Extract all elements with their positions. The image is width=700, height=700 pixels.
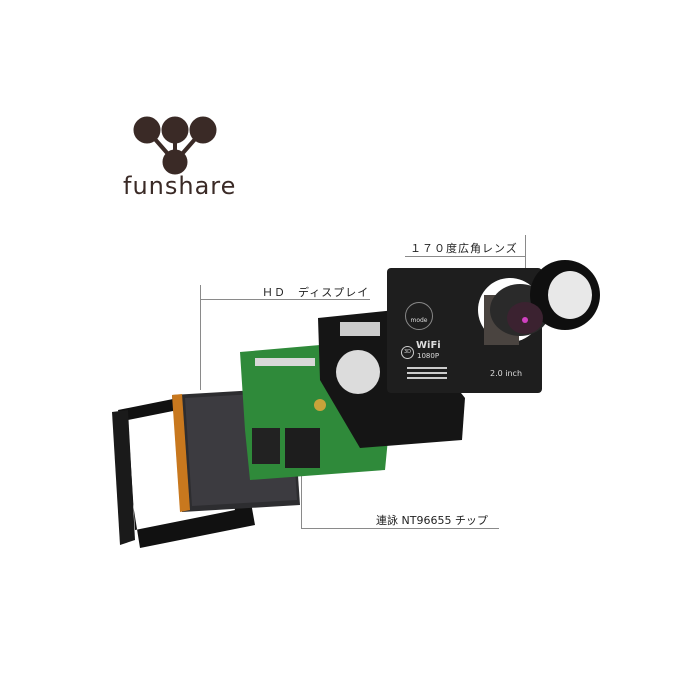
speaker-grille xyxy=(407,367,447,369)
display-callout-underline xyxy=(200,299,370,300)
lens-callout-underline xyxy=(405,256,526,257)
funshare-logo xyxy=(133,116,217,175)
screen-size-label: 2.0 inch xyxy=(490,369,523,378)
chip-callout-underline xyxy=(301,528,499,529)
chip-callout-label: 連詠 NT96655 チップ xyxy=(376,514,488,527)
circuit-board xyxy=(240,345,390,480)
logo-text: funshare xyxy=(123,172,237,200)
3d-badge: 3D xyxy=(401,346,414,359)
wifi-label: WiFi xyxy=(416,340,441,351)
lens-callout-label: １７０度広角レンズ xyxy=(410,242,518,255)
resolution-label: 1080P xyxy=(417,352,440,360)
mode-power-button: mode xyxy=(405,302,433,330)
display-callout-leader xyxy=(200,285,201,390)
chip-callout-leader xyxy=(301,440,302,529)
back-frame xyxy=(112,398,255,548)
wide-angle-lens xyxy=(490,260,600,336)
display-callout-label: ＨＤ ディスプレイ xyxy=(262,286,370,299)
